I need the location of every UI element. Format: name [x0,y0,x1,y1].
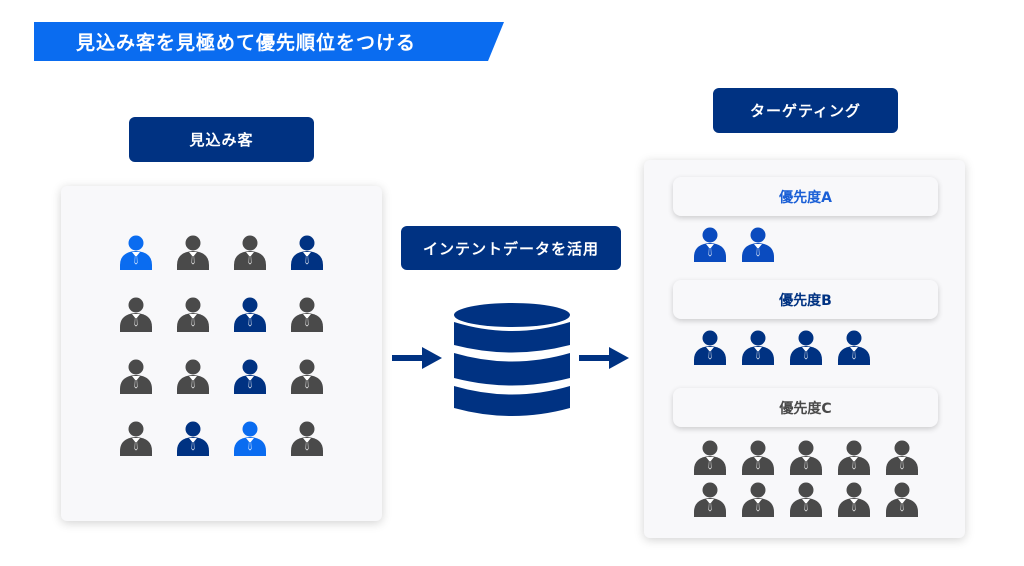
person-icon [886,440,918,475]
prospects-panel [61,186,382,521]
title-banner: 見込み客を見極めて優先順位をつける [34,22,504,61]
priority-b-label: 優先度B [673,280,938,319]
person-icon [234,421,266,456]
intent-data-label: インテントデータを活用 [401,226,621,270]
person-icon [694,440,726,475]
priority-b-icons [692,330,872,366]
person-icon [120,297,152,332]
prospects-label-text: 見込み客 [189,131,254,149]
targeting-panel: 優先度A 優先度B 優先度C [644,160,965,538]
arrow-right-icon [392,347,442,369]
person-icon [838,440,870,475]
person-icon [291,421,323,456]
person-icon [234,297,266,332]
person-icon [694,330,726,365]
prospects-label: 見込み客 [129,117,314,162]
person-icon [694,227,726,262]
person-icon [291,359,323,394]
priority-c-text: 優先度C [779,400,832,417]
person-icon [177,235,209,270]
person-icon [177,421,209,456]
page-title: 見込み客を見極めて優先順位をつける [76,32,417,54]
priority-c-label: 優先度C [673,388,938,427]
person-icon [742,440,774,475]
priority-a-label: 優先度A [673,177,938,216]
person-icon [790,482,822,517]
priority-a-text: 優先度A [779,189,832,206]
person-icon [120,421,152,456]
person-icon [838,482,870,517]
person-icon [790,330,822,365]
priority-c-icons [692,440,922,518]
arrow-right-icon [579,347,629,369]
person-icon [291,297,323,332]
person-icon [742,330,774,365]
person-icon [120,359,152,394]
person-icon [177,359,209,394]
targeting-label-text: ターゲティング [749,102,862,120]
priority-b-text: 優先度B [779,292,832,309]
person-icon [694,482,726,517]
person-icon [886,482,918,517]
person-icon [291,235,323,270]
person-icon [234,359,266,394]
person-icon [177,297,209,332]
targeting-label: ターゲティング [713,88,898,133]
person-icon [790,440,822,475]
database-icon [454,303,570,416]
person-icon [742,227,774,262]
person-icon [234,235,266,270]
person-icon [120,235,152,270]
intent-data-label-text: インテントデータを活用 [422,239,599,258]
person-icon [742,482,774,517]
priority-a-icons [692,227,776,263]
person-icon [838,330,870,365]
